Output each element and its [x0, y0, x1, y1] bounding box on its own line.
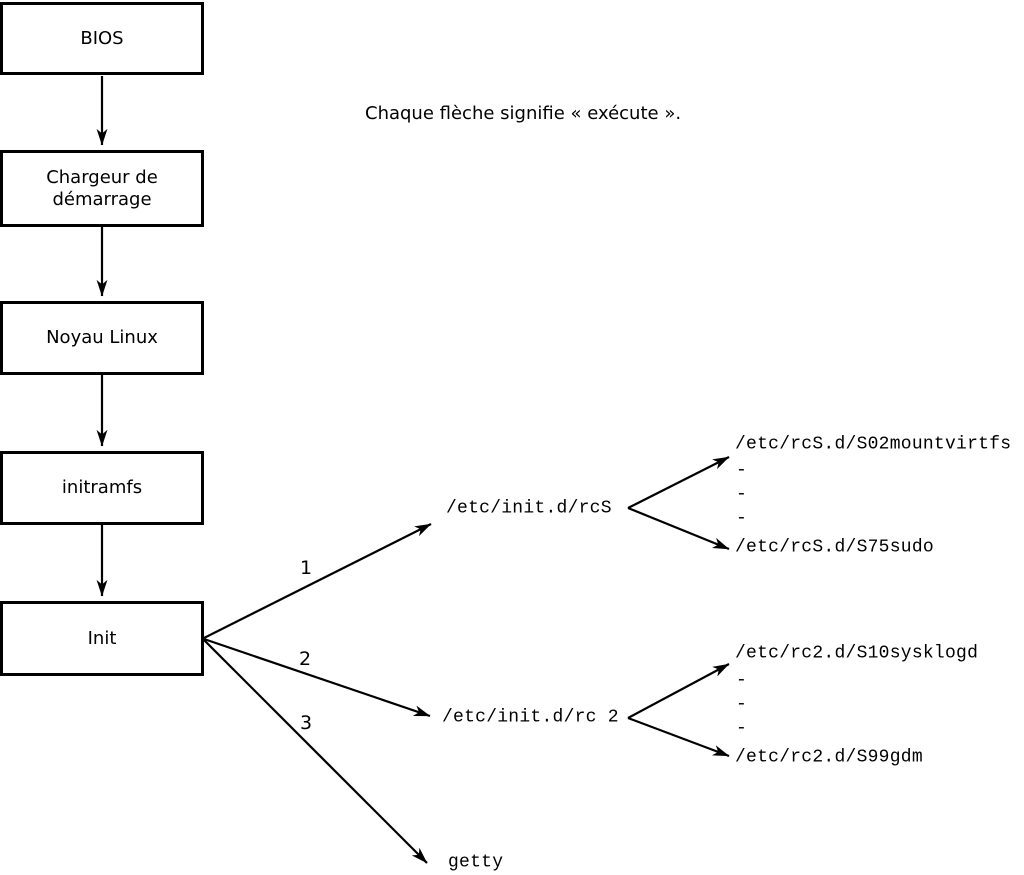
box-init: Init [0, 601, 204, 676]
label-rcs-ellipsis-1: - [736, 460, 748, 481]
label-rcs-ellipsis-3: - [736, 508, 748, 529]
legend-note: Chaque flèche signifie « exécute ». [365, 103, 682, 124]
arrow-rcs-to-first-script [627, 456, 730, 509]
arrow-init-to-getty [203, 639, 428, 864]
box-bootloader: Chargeur de démarrage [0, 150, 204, 227]
arrow-rc2-to-last-script [627, 716, 730, 758]
label-rc2-ellipsis-3: - [736, 718, 748, 739]
label-rc2-script: /etc/init.d/rc 2 [442, 707, 619, 728]
label-getty: getty [448, 852, 504, 873]
label-rcs-first-script: /etc/rcS.d/S02mountvirtfs [735, 434, 1012, 455]
label-rc2-last-script: /etc/rc2.d/S99gdm [735, 747, 923, 768]
label-rc2-first-script: /etc/rc2.d/S10sysklogd [735, 643, 979, 664]
arrow-rc2-to-first-script [627, 663, 730, 719]
label-rcs-script: /etc/init.d/rcS [446, 498, 612, 519]
arrow-rcs-to-last-script [627, 506, 730, 551]
branch-order-1: 1 [299, 557, 313, 579]
branch-order-3: 3 [299, 712, 313, 734]
box-bios: BIOS [0, 2, 204, 75]
box-kernel: Noyau Linux [0, 301, 204, 375]
label-rcs-ellipsis-2: - [736, 484, 748, 505]
arrow-init-to-rcs [203, 523, 432, 639]
box-initramfs: initramfs [0, 451, 204, 525]
arrow-init-to-rc2 [203, 637, 431, 718]
branch-order-2: 2 [298, 648, 312, 670]
label-rcs-last-script: /etc/rcS.d/S75sudo [735, 537, 934, 558]
label-rc2-ellipsis-1: - [736, 670, 748, 691]
label-rc2-ellipsis-2: - [736, 694, 748, 715]
